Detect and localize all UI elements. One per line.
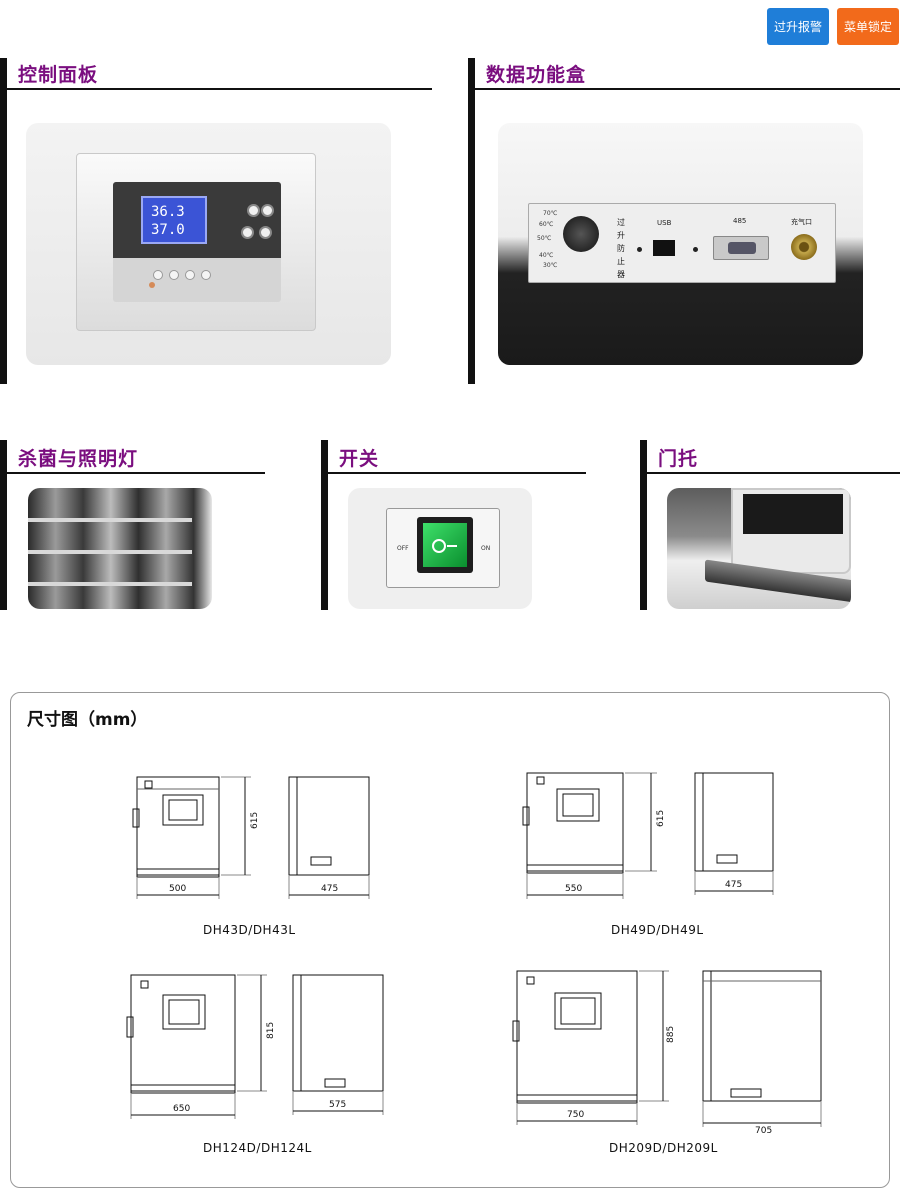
model-label: DH124D/DH124L <box>203 1141 312 1155</box>
shelf-rail <box>28 582 192 586</box>
control-panel-photo: 36.3 37.0 <box>26 123 391 365</box>
rs485-label: 485 <box>733 217 747 225</box>
panel-bezel: 36.3 37.0 <box>76 153 316 331</box>
section-title-uv-light: 杀菌与照明灯 <box>18 448 139 470</box>
dim-height: 815 <box>266 1022 276 1039</box>
dim-height: 615 <box>656 810 666 827</box>
dim-width: 750 <box>567 1110 584 1120</box>
rs485-port-icon <box>713 236 769 260</box>
data-box-photo: 70℃ 60℃ 50℃ 40℃ 30℃ 过 升 防 止 器 USB 485 充气… <box>498 123 863 365</box>
switch-on-label: ON <box>481 545 491 552</box>
switch-off-label: OFF <box>397 545 409 552</box>
section-bar <box>468 58 475 384</box>
fan-button-icon <box>259 226 272 239</box>
section-rule <box>7 472 265 474</box>
key-icon <box>169 270 179 280</box>
overtemp-protector-label: 过 升 防 止 器 <box>617 218 625 279</box>
scale-mark: 50℃ <box>537 235 552 242</box>
key-icon <box>153 270 163 280</box>
dim-width: 550 <box>565 884 582 894</box>
door-bracket-photo <box>667 488 851 609</box>
usb-label: USB <box>657 219 672 227</box>
dim-width: 650 <box>173 1104 190 1114</box>
section-title-control-panel: 控制面板 <box>18 64 99 86</box>
section-rule <box>7 88 432 90</box>
door-frame <box>731 488 851 574</box>
gas-inlet-icon <box>791 234 817 260</box>
section-title-data-box: 数据功能盒 <box>486 64 587 86</box>
dim-depth: 705 <box>755 1126 772 1136</box>
model-label: DH209D/DH209L <box>609 1141 718 1155</box>
dimension-title: 尺寸图（mm） <box>27 710 148 730</box>
overtemp-alarm-button[interactable]: 过升报警 <box>767 8 829 45</box>
dim-depth: 475 <box>725 880 742 890</box>
drawing-dh124: 650 815 575 <box>126 974 384 1119</box>
drawing-dh49: 550 615 475 <box>522 772 774 899</box>
drawing-dh43: 500 615 475 <box>132 776 370 899</box>
section-bar <box>0 58 7 384</box>
door-window <box>743 494 843 534</box>
scale-mark: 60℃ <box>539 221 554 228</box>
section-rule <box>647 472 900 474</box>
lcd-display: 36.3 37.0 <box>141 196 207 244</box>
data-box-plate: 70℃ 60℃ 50℃ 40℃ 30℃ 过 升 防 止 器 USB 485 充气… <box>528 203 836 283</box>
dim-width: 500 <box>169 884 186 894</box>
section-rule <box>475 88 900 90</box>
shelf-rail <box>28 550 192 554</box>
lcd-line-1: 36.3 <box>151 204 185 220</box>
panel-button-icon <box>241 226 254 239</box>
shelf-rail <box>28 518 192 522</box>
key-icon <box>201 270 211 280</box>
drawing-dh209: 750 885 705 <box>512 970 822 1136</box>
power-symbol-icon <box>423 523 467 567</box>
menu-lock-button[interactable]: 菜单锁定 <box>837 8 899 45</box>
section-bar <box>321 440 328 610</box>
dim-height: 885 <box>666 1026 676 1043</box>
temperature-dial-icon <box>563 216 599 252</box>
section-title-door-bracket: 门托 <box>658 448 699 470</box>
key-icon <box>185 270 195 280</box>
dimension-panel: 尺寸图（mm） 500 615 475 DH43D/DH43L <box>10 692 890 1188</box>
panel-button-icon <box>247 204 260 217</box>
scale-mark: 70℃ <box>543 210 558 217</box>
dim-depth: 575 <box>329 1100 346 1110</box>
lcd-line-2: 37.0 <box>151 222 185 238</box>
usb-port-icon <box>653 240 675 256</box>
scale-mark: 30℃ <box>543 262 558 269</box>
section-rule <box>328 472 586 474</box>
indicator-dot <box>637 247 642 252</box>
scale-mark: 40℃ <box>539 252 554 259</box>
indicator-dot <box>693 247 698 252</box>
section-bar <box>640 440 647 610</box>
section-title-switch: 开关 <box>339 448 380 470</box>
rocker-switch-icon <box>417 517 473 573</box>
switch-frame: OFF ON <box>386 508 500 588</box>
panel-button-icon <box>261 204 274 217</box>
panel-top: 36.3 37.0 <box>113 182 281 258</box>
model-label: DH49D/DH49L <box>611 923 704 937</box>
dim-depth: 475 <box>321 884 338 894</box>
model-label: DH43D/DH43L <box>203 923 296 937</box>
section-bar <box>0 440 7 610</box>
switch-photo: OFF ON <box>348 488 532 609</box>
gas-inlet-label: 充气口 <box>791 218 812 226</box>
indicator-light <box>149 282 155 288</box>
dim-height: 615 <box>250 812 260 829</box>
uv-light-photo <box>28 488 212 609</box>
panel-face: 36.3 37.0 <box>113 182 281 302</box>
